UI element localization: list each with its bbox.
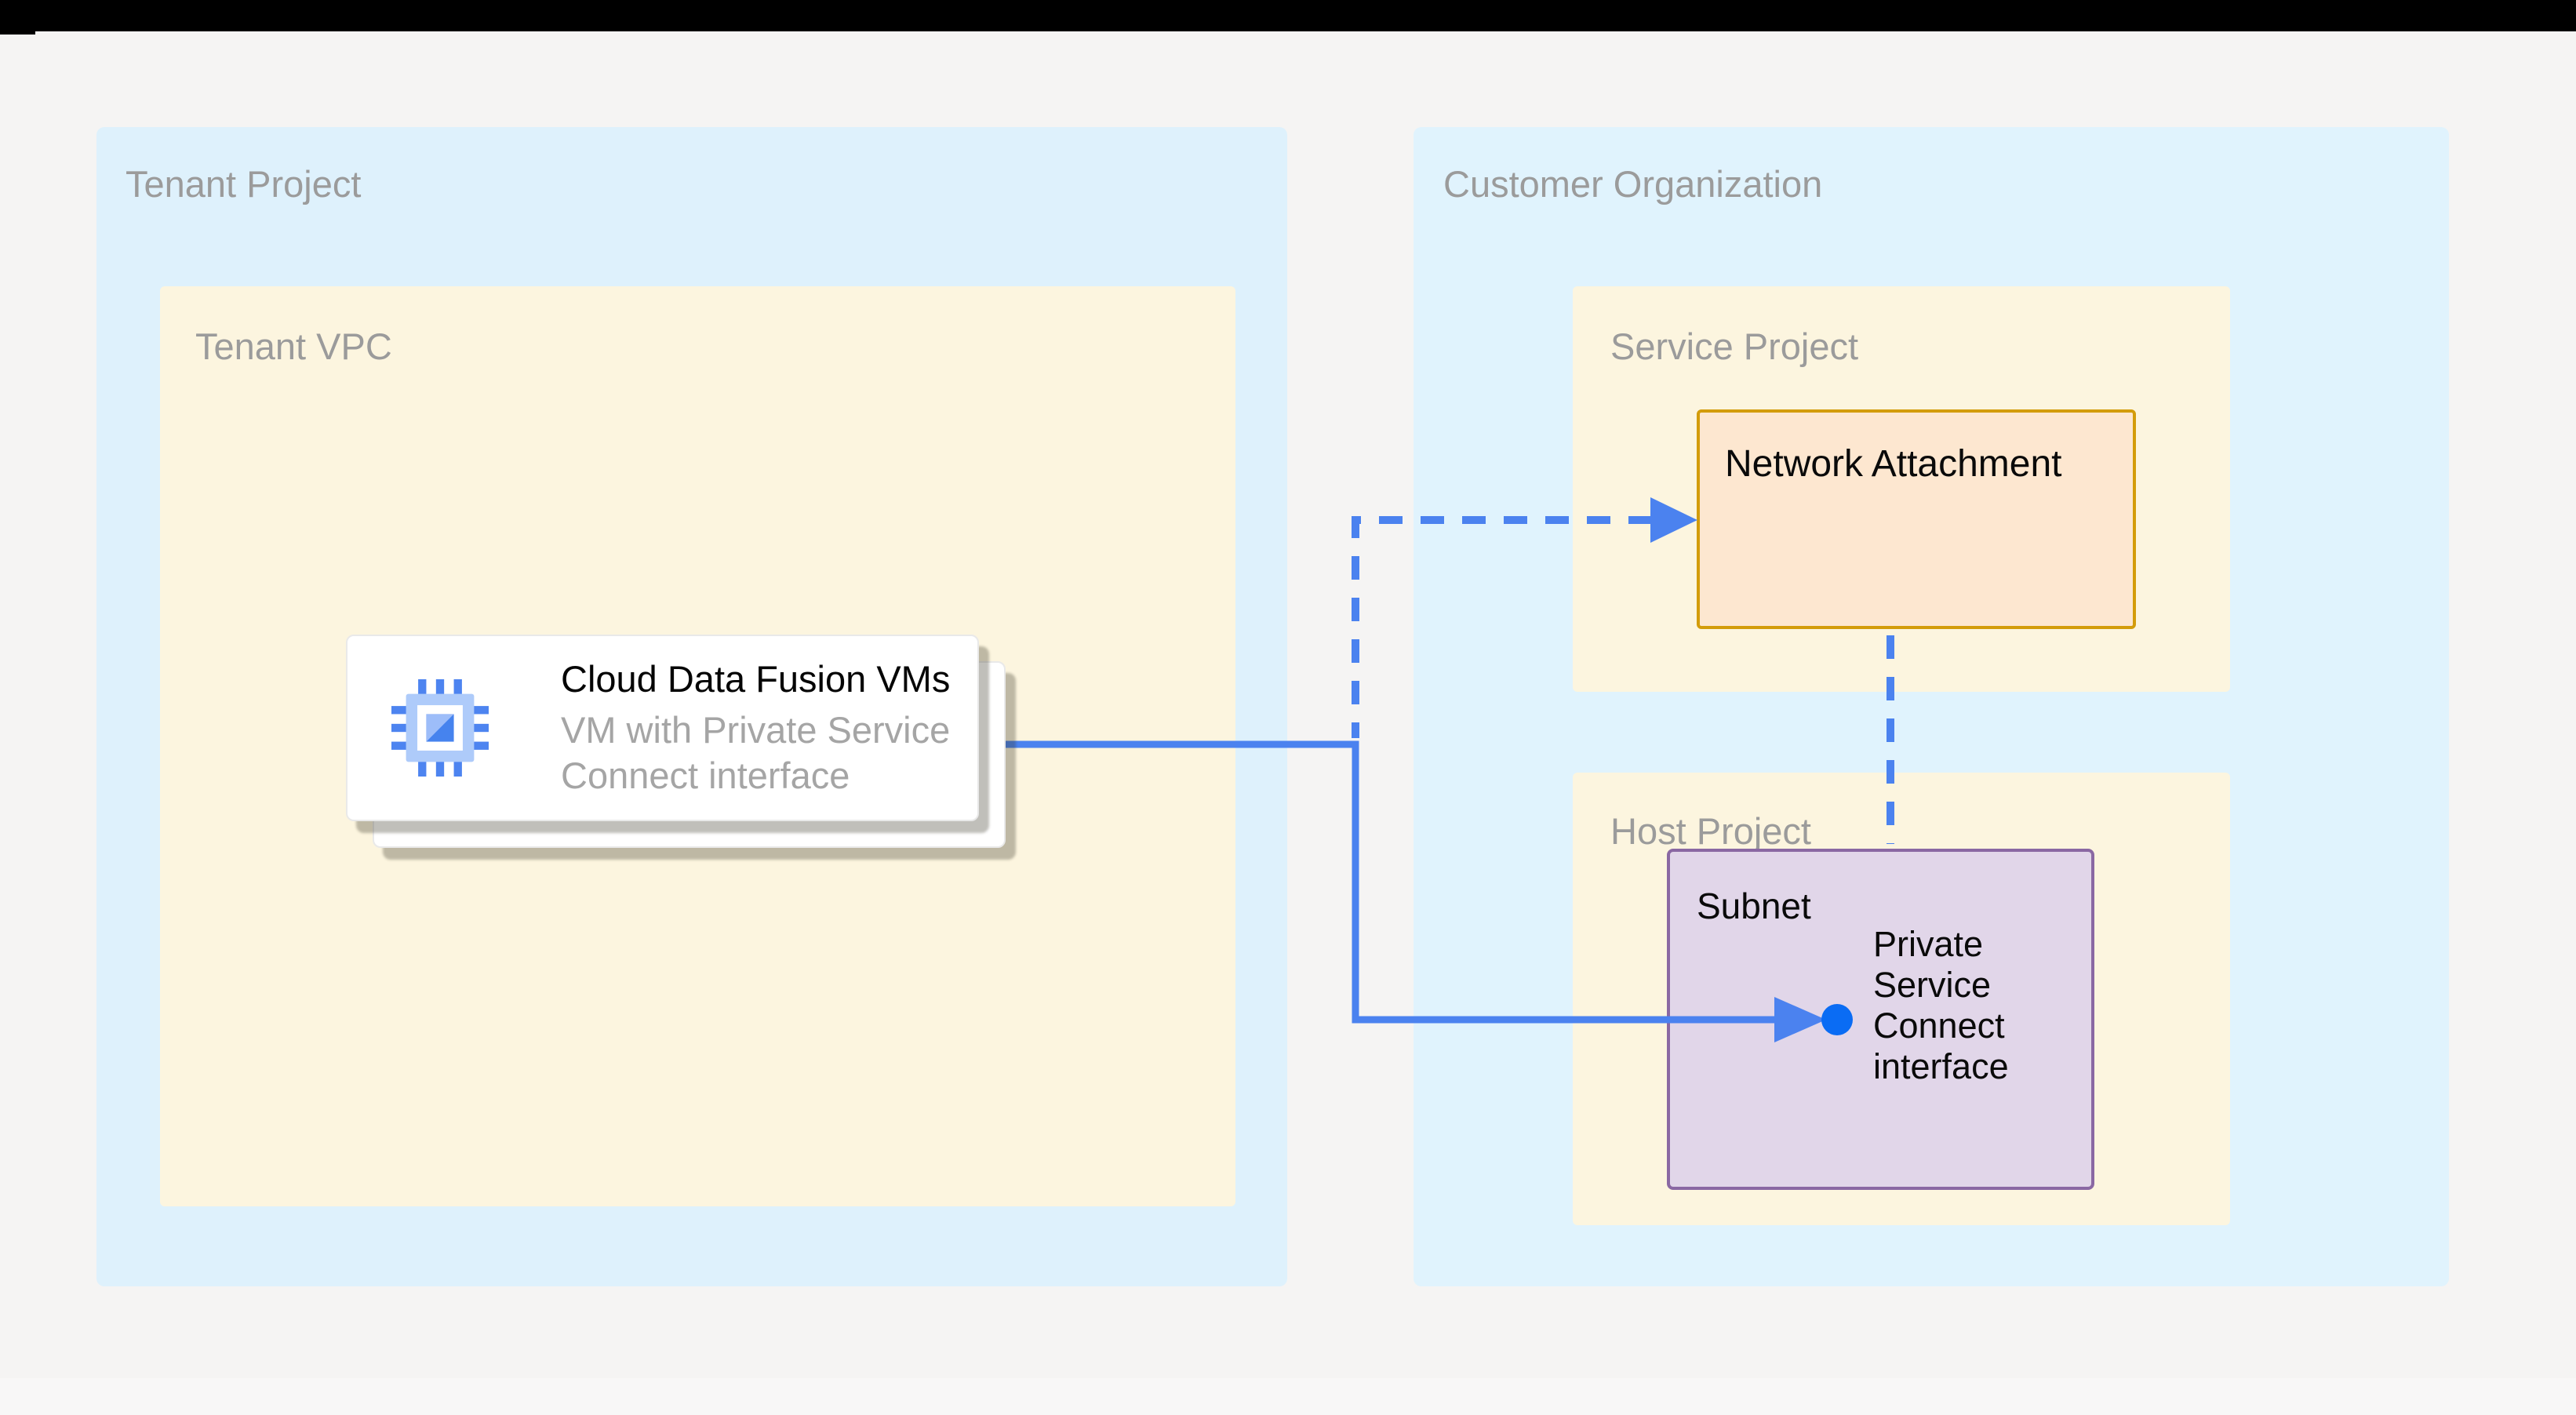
vm-card-front: Cloud Data Fusion VMs VM with Private Se… <box>346 635 979 821</box>
vm-card-title: Cloud Data Fusion VMs <box>561 658 951 700</box>
node-label-psc-interface: Private Service Connect interface <box>1873 924 2009 1086</box>
node-network-attachment: Network Attachment <box>1697 409 2136 629</box>
vm-card-subtitle: VM with Private Service Connect interfac… <box>561 709 951 796</box>
node-cloud-data-fusion-vms: Cloud Data Fusion VMs VM with Private Se… <box>346 635 1006 848</box>
zone-label-tenant-project: Tenant Project <box>126 163 362 205</box>
node-label-subnet: Subnet <box>1697 886 1811 926</box>
bottom-strip <box>0 1378 2576 1415</box>
compute-engine-icon <box>391 679 489 777</box>
top-black-bar-notch <box>0 31 35 35</box>
top-black-bar <box>0 0 2576 31</box>
zone-label-host-project: Host Project <box>1610 810 1811 852</box>
zone-label-customer-organization: Customer Organization <box>1443 163 1823 205</box>
vm-card-text: Cloud Data Fusion VMs VM with Private Se… <box>561 657 977 798</box>
zone-label-service-project: Service Project <box>1610 326 1859 367</box>
zone-label-tenant-vpc: Tenant VPC <box>195 326 392 367</box>
node-label-network-attachment: Network Attachment <box>1725 443 2062 485</box>
